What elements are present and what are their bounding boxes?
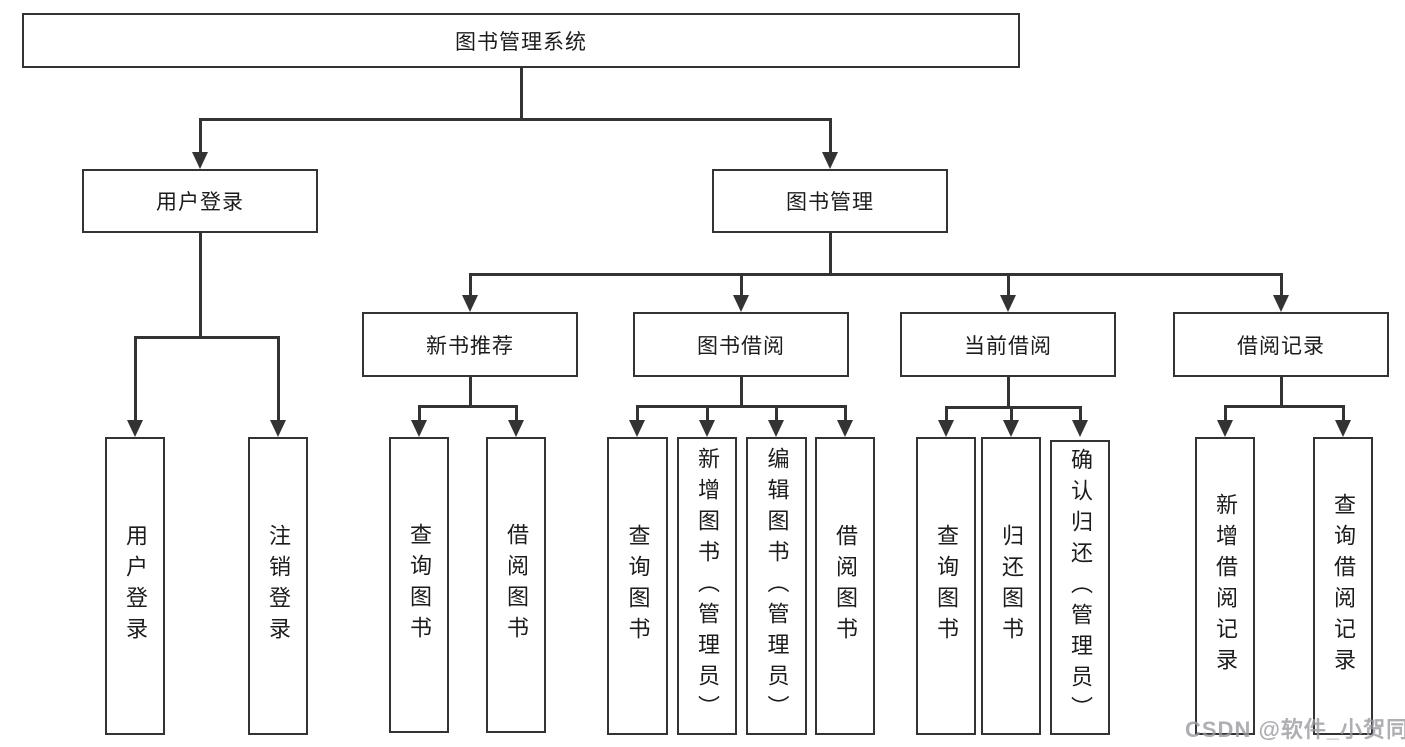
connector-feed: [469, 377, 472, 405]
connector-stem: [636, 405, 639, 421]
connector-feed: [1007, 377, 1010, 406]
connector-stem-book-borrow: [740, 273, 743, 296]
connector-user-login-feed: [199, 233, 202, 336]
node-new-book-recommend: 新书推荐: [362, 312, 578, 377]
connector-arrowhead: [837, 420, 853, 437]
node-leaf-query-books-1: 查询图书: [389, 437, 449, 733]
connector-stem-book-mgmt: [829, 118, 832, 154]
connector-root-feed: [520, 68, 523, 118]
node-leaf-query-borrow-record: 查询借阅记录: [1313, 437, 1373, 735]
node-leaf-logout: 注销登录: [248, 437, 308, 735]
node-leaf-add-borrow-record: 新增借阅记录: [1195, 437, 1255, 735]
connector-stem: [1342, 405, 1345, 421]
node-library-system-root: 图书管理系统: [22, 13, 1020, 68]
connector-feed: [1280, 377, 1283, 405]
node-user-login: 用户登录: [82, 169, 318, 233]
node-leaf-user-login: 用户登录: [105, 437, 165, 735]
node-leaf-query-books-2: 查询图书: [607, 437, 668, 735]
connector-arrowhead: [462, 295, 478, 312]
node-book-borrowing: 图书借阅: [633, 312, 849, 377]
connector-stem-new-books: [469, 273, 472, 296]
connector-level3-bus: [469, 273, 1282, 276]
node-leaf-edit-books-admin: 编辑图书（管理员）: [746, 437, 807, 735]
connector-stem: [1010, 406, 1013, 421]
connector-stem: [775, 405, 778, 421]
connector-stem: [706, 405, 709, 421]
connector-splitter: [636, 405, 846, 408]
connector-stem-current-borrow: [1007, 273, 1010, 296]
connector-arrowhead: [822, 152, 838, 169]
connector-arrowhead: [411, 420, 427, 437]
connector-stem-user-login: [199, 118, 202, 154]
connector-stem: [1224, 405, 1227, 421]
connector-arrowhead: [192, 152, 208, 169]
connector-arrowhead: [1273, 295, 1289, 312]
connector-stem: [945, 406, 948, 421]
connector-arrowhead: [1000, 295, 1016, 312]
connector-arrowhead: [1072, 420, 1088, 437]
connector-arrowhead: [629, 420, 645, 437]
connector-stem-login-leaf: [134, 336, 137, 420]
node-current-borrowing: 当前借阅: [900, 312, 1116, 377]
connector-arrowhead: [733, 295, 749, 312]
connector-splitter: [945, 406, 1081, 409]
connector-splitter: [1224, 405, 1344, 408]
connector-stem: [418, 405, 421, 421]
connector-book-mgmt-feed: [829, 233, 832, 273]
connector-stem: [1079, 406, 1082, 421]
connector-level2-bus: [199, 118, 831, 121]
node-leaf-borrow-books-2: 借阅图书: [815, 437, 875, 735]
connector-arrowhead: [699, 420, 715, 437]
node-leaf-add-books-admin: 新增图书（管理员）: [677, 437, 737, 735]
connector-user-login-splitter: [135, 336, 279, 339]
node-book-management: 图书管理: [712, 169, 948, 233]
node-leaf-confirm-return-admin: 确认归还（管理员）: [1050, 440, 1110, 735]
connector-splitter: [418, 405, 517, 408]
connector-stem: [515, 405, 518, 421]
node-leaf-borrow-books-1: 借阅图书: [486, 437, 546, 733]
node-leaf-return-books: 归还图书: [981, 437, 1041, 735]
connector-arrowhead: [1003, 420, 1019, 437]
connector-stem: [844, 405, 847, 421]
connector-stem-borrow-records: [1280, 273, 1283, 296]
connector-stem-logout-leaf: [277, 336, 280, 420]
connector-arrowhead: [1217, 420, 1233, 437]
connector-arrowhead: [768, 420, 784, 437]
node-leaf-query-books-3: 查询图书: [916, 437, 976, 735]
connector-feed: [740, 377, 743, 405]
connector-arrowhead: [127, 420, 143, 437]
connector-arrowhead: [270, 420, 286, 437]
connector-arrowhead: [938, 420, 954, 437]
connector-arrowhead: [1335, 420, 1351, 437]
connector-arrowhead: [508, 420, 524, 437]
csdn-watermark: CSDN @软件_小贺同学: [1185, 717, 1405, 742]
node-borrowing-records: 借阅记录: [1173, 312, 1389, 377]
